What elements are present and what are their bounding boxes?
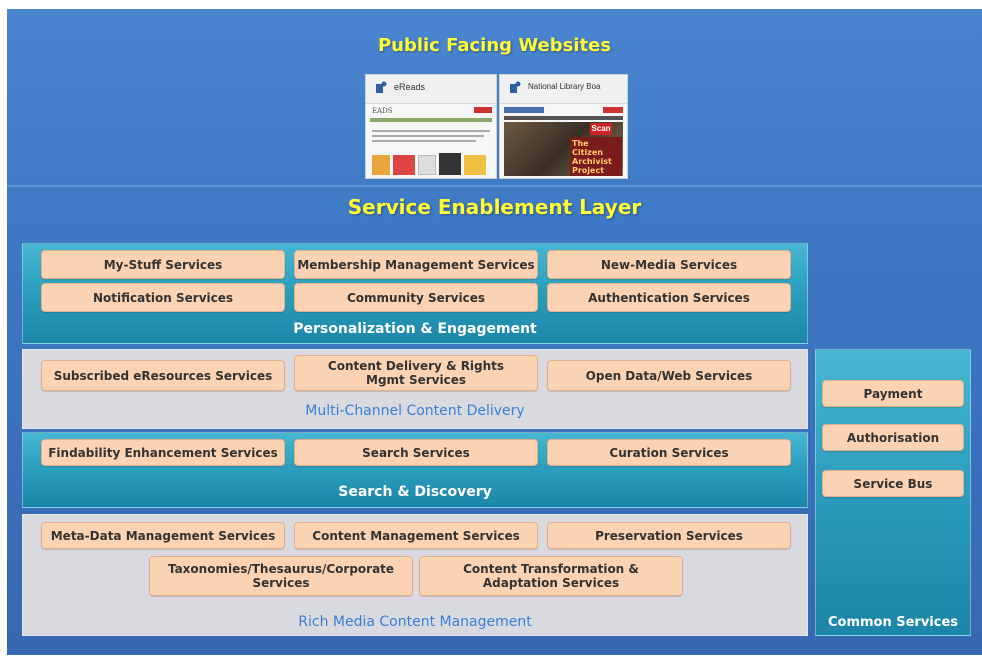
site-header: EADS [372,107,393,115]
multichannel-title: Multi-Channel Content Delivery [305,403,525,419]
search-discovery-title: Search & Discovery [338,484,492,500]
library-logo-icon [510,81,521,93]
curation-services: Curation Services [547,439,791,466]
national-library-thumbnail: National Library Boa The Citizen Archivi… [499,74,628,179]
rich-media-title: Rich Media Content Management [298,614,532,630]
my-stuff-services: My-Stuff Services [41,250,285,279]
open-data-web-services: Open Data/Web Services [547,360,791,391]
brand-mark [603,107,623,113]
site-nav-bar [370,118,492,122]
ereads-thumbnail: eReads EADS [365,74,497,179]
taxonomies-thesaurus-services: Taxonomies/Thesaurus/Corporate Services [149,556,413,596]
findability-enhancement-services: Findability Enhancement Services [41,439,285,466]
library-logo-icon [376,81,387,93]
public-websites-title: Public Facing Websites [377,35,612,56]
book-cover [439,153,461,175]
text-line [372,135,484,137]
section-divider [7,185,982,187]
architecture-diagram: Public Facing Websites eReads EADS Natio… [7,9,982,655]
payment-service: Payment [822,380,964,407]
scan-badge: Scan [590,123,612,135]
personalization-layer: My-Stuff Services Membership Management … [22,243,808,344]
service-bus: Service Bus [822,470,964,497]
site-nav-bar [504,116,623,120]
book-cover [418,155,436,175]
content-delivery-rights-services: Content Delivery & Rights Mgmt Services [294,355,538,391]
preservation-services: Preservation Services [547,522,791,549]
content-management-services: Content Management Services [294,522,538,549]
new-media-services: New-Media Services [547,250,791,279]
browser-tab-bar: eReads [366,75,496,104]
brand-mark [474,107,492,113]
membership-management-services: Membership Management Services [294,250,538,279]
search-services: Search Services [294,439,538,466]
book-cover [372,155,390,175]
text-line [372,130,490,132]
authorisation-service: Authorisation [822,424,964,451]
book-cover [393,155,415,175]
rich-media-layer: Meta-Data Management Services Content Ma… [22,514,808,636]
content-transformation-services: Content Transformation & Adaptation Serv… [419,556,683,596]
authentication-services: Authentication Services [547,283,791,312]
browser-tab-title: National Library Boa [528,82,601,91]
book-cover [464,155,486,175]
search-discovery-layer: Findability Enhancement Services Search … [22,432,808,508]
site-logo [504,107,544,113]
text-line [372,140,476,142]
common-services-layer: Payment Authorisation Service Bus Common… [815,349,971,636]
citizen-archivist-poster: The Citizen Archivist Project [570,137,622,176]
service-enablement-title: Service Enablement Layer [347,195,642,219]
multichannel-layer: Subscribed eResources Services Content D… [22,349,808,429]
browser-tab-bar: National Library Boa [500,75,627,104]
subscribed-eresources-services: Subscribed eResources Services [41,360,285,391]
common-services-title: Common Services [827,615,959,630]
notification-services: Notification Services [41,283,285,312]
metadata-management-services: Meta-Data Management Services [41,522,285,549]
community-services: Community Services [294,283,538,312]
browser-tab-title: eReads [394,82,426,92]
personalization-title: Personalization & Engagement [293,321,537,337]
